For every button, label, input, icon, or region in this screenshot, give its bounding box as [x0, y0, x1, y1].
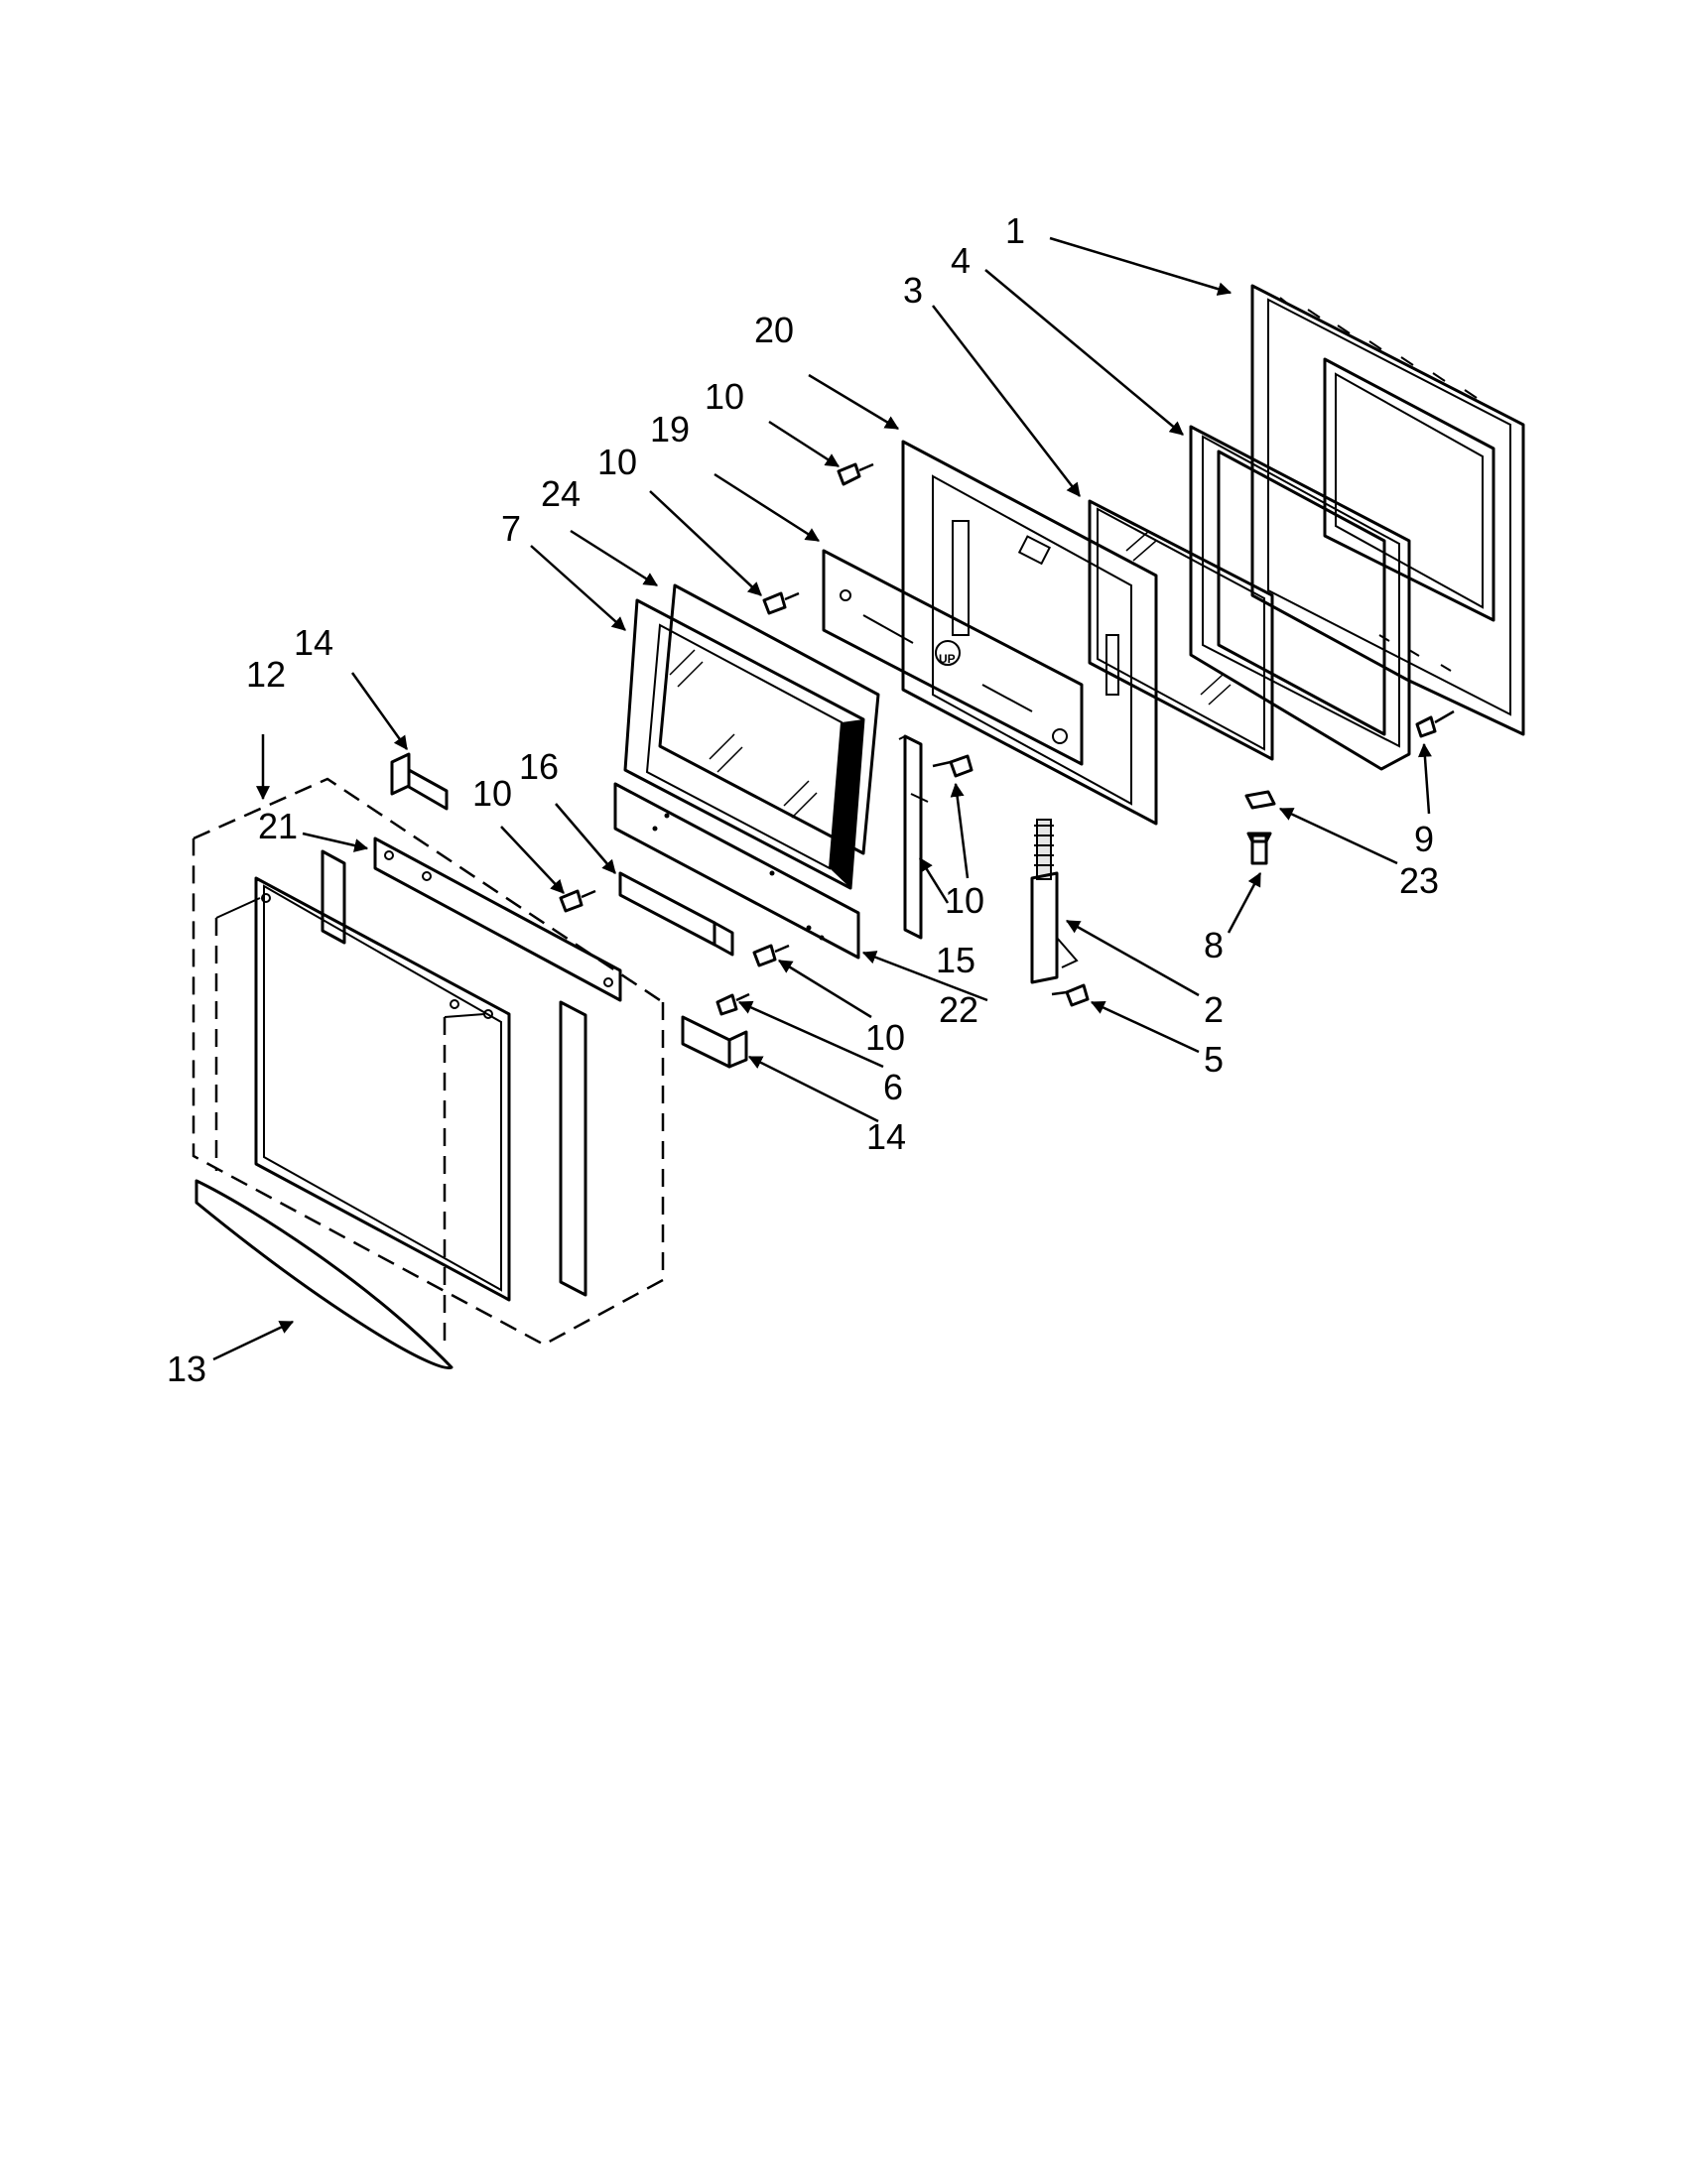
callout-7: 7 [501, 508, 521, 549]
callout-15: 15 [936, 940, 975, 980]
outer-glass-panel [214, 876, 511, 1349]
callout-10: 10 [865, 1017, 905, 1058]
screw-9 [1415, 709, 1455, 738]
callout-13: 13 [167, 1349, 206, 1389]
callout-4: 4 [951, 240, 971, 281]
screw-5 [1051, 983, 1090, 1007]
callout-14: 14 [294, 622, 333, 663]
glass-panel-part-3 [1088, 499, 1274, 761]
vent-shield-part-19: UP [822, 549, 1084, 766]
screw-6 [715, 992, 750, 1016]
callout-10: 10 [472, 773, 512, 814]
side-trim-right [559, 1000, 587, 1297]
callout-19: 19 [650, 409, 690, 450]
callout-14: 14 [866, 1116, 906, 1157]
door-trim-frame-part-4 [1189, 425, 1411, 771]
hinge-bracket-part-14-bottom [681, 1015, 748, 1069]
screw-10-left [559, 889, 596, 913]
top-strip-part-21 [373, 836, 622, 1002]
leader-lines [212, 236, 1432, 1361]
callout-3: 3 [903, 270, 923, 311]
door-handle-part-13 [195, 1179, 454, 1369]
callout-1: 1 [1005, 210, 1025, 251]
inner-door-panel-part-20 [901, 440, 1158, 826]
screw-10-top [837, 462, 874, 486]
screw-10-lower [752, 944, 790, 967]
callout-16: 16 [519, 746, 559, 787]
up-label: UP [939, 652, 956, 666]
callout-10: 10 [705, 376, 744, 417]
callout-10: 10 [597, 442, 637, 482]
inner-glass-part-24 [658, 583, 880, 855]
callout-6: 6 [883, 1067, 903, 1107]
screw-8 [1246, 832, 1272, 865]
callout-23: 23 [1399, 860, 1439, 901]
callout-2: 2 [1204, 989, 1224, 1030]
callout-24: 24 [541, 473, 581, 514]
callout-5: 5 [1204, 1039, 1224, 1080]
callout-10: 10 [945, 880, 984, 921]
outer-door-assembly-part-12 [192, 777, 665, 1347]
callout-21: 21 [258, 806, 298, 846]
callout-9: 9 [1414, 819, 1434, 859]
callout-8: 8 [1204, 925, 1224, 965]
callout-12: 12 [246, 654, 286, 695]
callout-22: 22 [939, 989, 978, 1030]
screw-10-upper [762, 591, 800, 615]
screw-10-center [932, 754, 974, 778]
side-trim-left [321, 849, 346, 945]
outer-door-panel-part-1 [1250, 284, 1525, 736]
callout-20: 20 [754, 310, 794, 350]
clip-23 [1244, 790, 1276, 810]
hinge-part-2 [1030, 819, 1079, 984]
side-channel-part-15 [898, 734, 929, 940]
bracket-part-16 [618, 871, 734, 957]
door-glass-pack-part-7 [623, 598, 865, 890]
hinge-bracket-part-14-top [390, 752, 449, 811]
callout-labels: 1 4 3 20 10 19 10 24 7 14 12 16 10 21 10… [167, 210, 1439, 1389]
vent-strip-part-22 [613, 782, 860, 960]
